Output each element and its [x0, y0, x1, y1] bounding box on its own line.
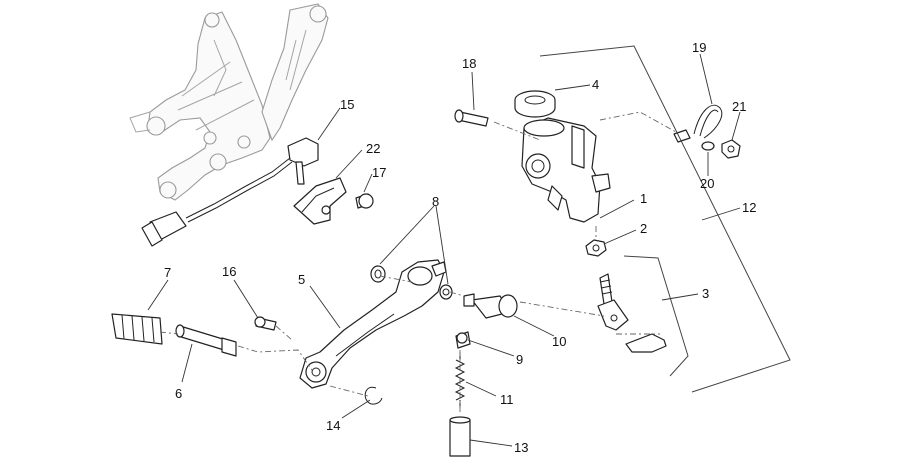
callout-2: 2 [640, 221, 647, 236]
part-20-washer [701, 141, 715, 151]
callout-19: 19 [692, 40, 706, 55]
callout-3: 3 [702, 286, 709, 301]
callout-12: 12 [742, 200, 756, 215]
callout-20: 20 [700, 176, 714, 191]
callout-22: 22 [366, 141, 380, 156]
part-19-clip [693, 104, 723, 139]
callout-10: 10 [552, 334, 566, 349]
part-16-screw [254, 316, 277, 331]
callout-16: 16 [222, 264, 236, 279]
part-15-brake-switch [141, 137, 319, 247]
callout-8: 8 [432, 194, 439, 209]
part-1-master-cylinder [521, 117, 611, 223]
footrest-bracket [129, 3, 329, 201]
part-10-bolt [463, 293, 518, 319]
callout-17: 17 [372, 165, 386, 180]
part-9-screw [455, 331, 471, 349]
callout-5: 5 [298, 272, 305, 287]
part-7-boot [111, 313, 163, 345]
callout-21: 21 [732, 99, 746, 114]
part-22-bracket [293, 177, 347, 225]
part-3-pushrod [597, 273, 667, 353]
callout-6: 6 [175, 386, 182, 401]
part-6-pivot-bolt [175, 324, 237, 357]
callout-11: 11 [500, 392, 514, 407]
part-5-brake-pedal [299, 259, 447, 389]
callout-13: 13 [514, 440, 528, 455]
part-13-sleeve [449, 416, 471, 457]
part-8-washers [370, 265, 453, 300]
group-frame-3 [623, 255, 689, 377]
part-4-cap [514, 90, 556, 118]
callout-7: 7 [164, 265, 171, 280]
callout-4: 4 [592, 77, 599, 92]
callout-1: 1 [640, 191, 647, 206]
part-18-pin [454, 109, 489, 127]
part-2-nut [585, 239, 607, 257]
group-frame-12 [539, 45, 791, 393]
part-21-nut [721, 139, 741, 159]
part-19-clevis [673, 129, 691, 143]
assembly-axes [159, 111, 677, 414]
callout-18: 18 [462, 56, 476, 71]
callout-labels: 1 2 3 4 5 6 7 8 9 10 11 12 13 14 15 16 1… [164, 40, 756, 455]
leader-lines [147, 53, 741, 447]
callout-9: 9 [516, 352, 523, 367]
part-14-circlip [364, 386, 383, 405]
part-17-screw [355, 193, 374, 209]
callout-15: 15 [340, 97, 354, 112]
callout-14: 14 [326, 418, 340, 433]
